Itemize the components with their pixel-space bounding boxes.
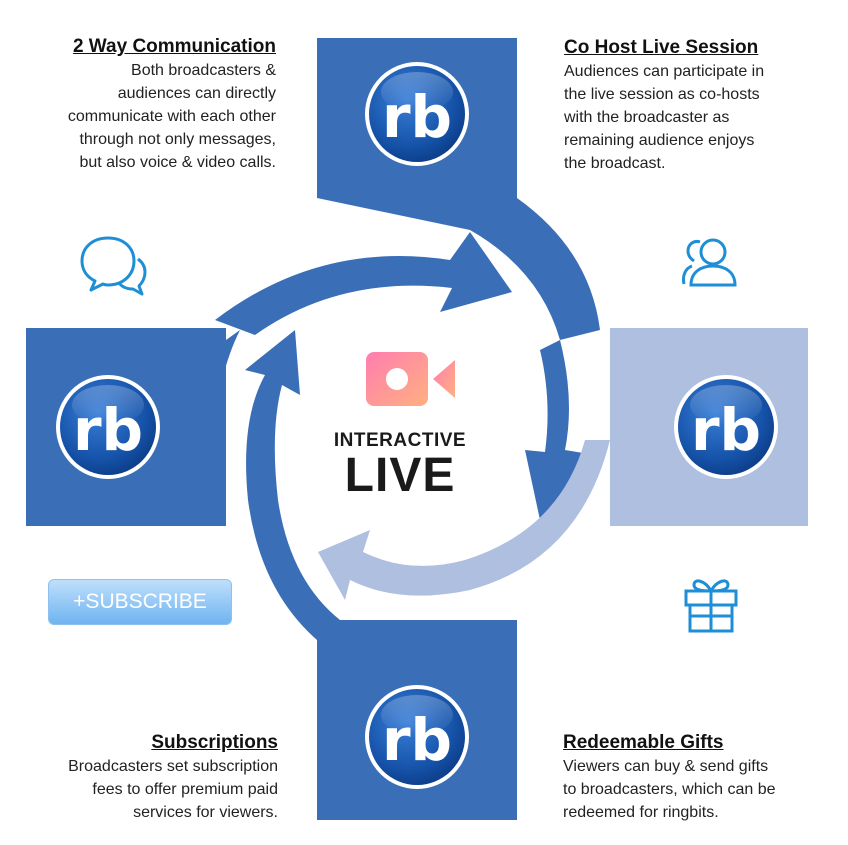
feature-line: redeemed for ringbits. <box>563 804 719 821</box>
center-title-big: LIVE <box>344 449 456 502</box>
feature-title: 2 Way Communication <box>72 36 276 57</box>
arc-bottom-left <box>245 330 340 640</box>
arc-left <box>216 330 240 526</box>
svg-text:rb: rb <box>73 396 143 464</box>
feature-line: Both broadcasters & <box>131 62 276 79</box>
users-icon <box>682 238 737 287</box>
gift-icon <box>684 579 738 633</box>
arc-bottom-right <box>318 440 610 600</box>
rb-badge-top: rb <box>365 62 469 166</box>
feature-line: the broadcast. <box>564 155 666 172</box>
arc-top-right <box>317 198 600 340</box>
feature-line: Broadcasters set subscription <box>68 758 278 775</box>
feature-title: Subscriptions <box>151 732 278 753</box>
svg-text:rb: rb <box>382 83 452 151</box>
feature-title: Co Host Live Session <box>564 37 759 58</box>
feature-line: through not only messages, <box>79 131 276 148</box>
feature-line: Viewers can buy & send gifts <box>563 758 769 775</box>
feature-line: Audiences can participate in <box>564 63 765 80</box>
feature-line: with the broadcaster as <box>564 109 730 126</box>
feature-line: fees to offer premium paid <box>92 781 278 798</box>
feature-line: the live session as co-hosts <box>564 86 760 103</box>
svg-text:rb: rb <box>691 396 761 464</box>
center-title-small: INTERACTIVE <box>333 430 467 451</box>
svg-text:rb: rb <box>382 706 452 774</box>
rb-badge-bottom: rb <box>365 685 469 789</box>
subscribe-button[interactable]: +SUBSCRIBE <box>48 579 232 625</box>
feature-redeemable-gifts: Redeemable Gifts Viewers can buy & send … <box>563 731 813 824</box>
feature-line: but also voice & video calls. <box>79 154 276 171</box>
feature-line: services for viewers. <box>133 804 278 821</box>
feature-title: Redeemable Gifts <box>563 732 724 753</box>
feature-line: remaining audience enjoys <box>564 132 755 149</box>
rb-badge-left: rb <box>56 375 160 479</box>
feature-line: audiences can directly <box>117 85 276 102</box>
feature-line: communicate with each other <box>67 108 276 125</box>
chat-bubbles-icon <box>80 236 147 296</box>
feature-two-way-communication: 2 Way Communication Both broadcasters & … <box>30 35 276 174</box>
feature-co-host-live-session: Co Host Live Session Audiences can parti… <box>564 36 804 175</box>
video-camera-icon <box>366 352 455 406</box>
feature-line: to broadcasters, which can be <box>563 781 776 798</box>
arrow-head-top <box>215 232 512 335</box>
feature-subscriptions: Subscriptions Broadcasters set subscript… <box>30 731 278 824</box>
rb-badge-right: rb <box>674 375 778 479</box>
